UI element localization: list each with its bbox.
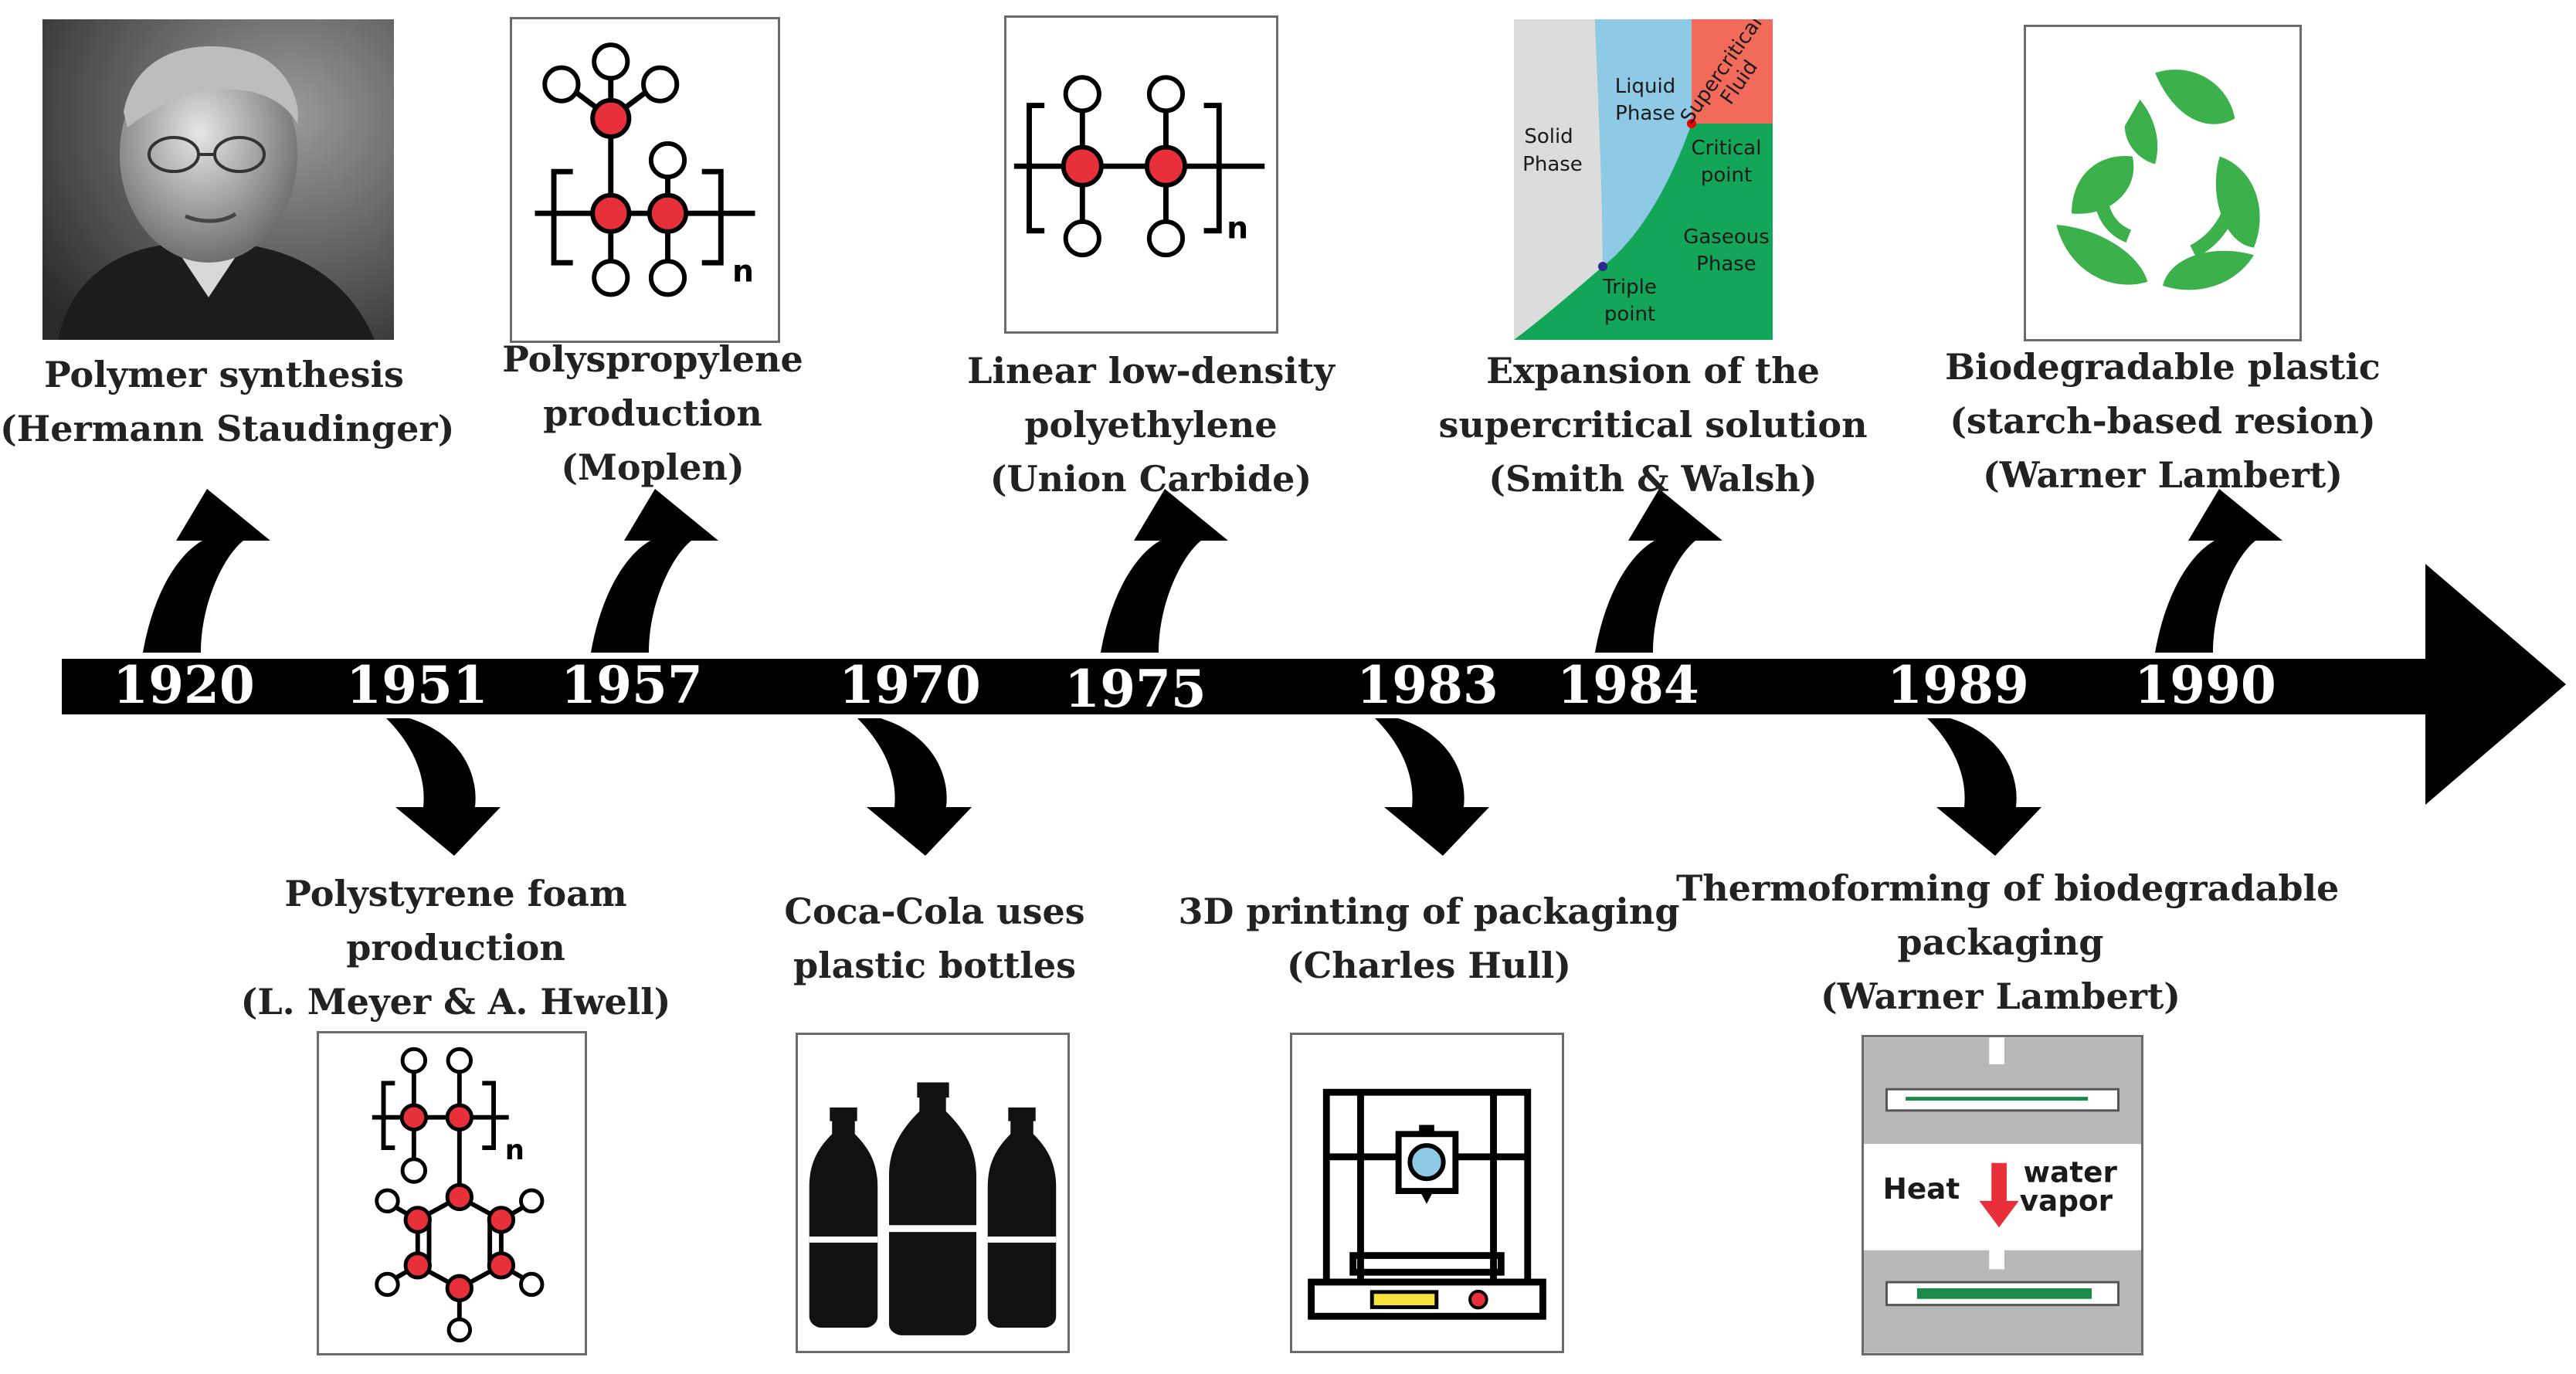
polypropylene-structure: n xyxy=(510,17,780,343)
year-1951: 1951 xyxy=(346,655,488,715)
pd-solid-2: Phase xyxy=(1522,153,1583,176)
tf-vapor-2: vapor xyxy=(2020,1184,2113,1218)
arrow-up-1957 xyxy=(591,489,718,653)
thermoforming-image: Heat water vapor xyxy=(1862,1035,2143,1355)
pd-triple-2: point xyxy=(1604,303,1655,326)
lldpe-structure: n xyxy=(1004,15,1278,334)
pd-liquid-1: Liquid xyxy=(1615,75,1675,98)
label-1983: 3D printing of packaging(Charles Hull) xyxy=(1178,891,1680,986)
year-1970: 1970 xyxy=(839,655,981,715)
pd-critical-1: Critical xyxy=(1692,137,1762,160)
pd-triple-1: Triple xyxy=(1602,276,1657,299)
year-1990: 1990 xyxy=(2134,655,2276,715)
timeline-arrow xyxy=(62,564,2566,805)
polystyrene-subscript: n xyxy=(505,1135,524,1166)
arrow-up-1990 xyxy=(2155,489,2282,653)
pd-solid-1: Solid xyxy=(1524,125,1573,148)
phase-diagram: Solid Phase Liquid Phase Supercritical F… xyxy=(1514,19,1773,340)
lldpe-subscript: n xyxy=(1227,212,1248,246)
pd-critical-2: point xyxy=(1701,164,1752,187)
year-1984: 1984 xyxy=(1557,655,1699,715)
year-1983: 1983 xyxy=(1356,655,1498,715)
label-1920: Polymer synthesis(Hermann Staudinger) xyxy=(0,354,455,450)
year-1975: 1975 xyxy=(1064,659,1207,719)
tf-heat: Heat xyxy=(1883,1172,1960,1206)
biodegradable-leaf-logo xyxy=(2024,25,2302,341)
arrow-down-1970 xyxy=(857,718,972,856)
portrait-staudinger xyxy=(42,19,394,340)
pd-gas-1: Gaseous xyxy=(1683,226,1770,249)
arrow-down-1951 xyxy=(386,718,501,856)
year-1989: 1989 xyxy=(1887,655,2029,715)
pd-liquid-2: Phase xyxy=(1615,102,1675,125)
arrow-up-1920 xyxy=(143,489,270,653)
polypropylene-subscript: n xyxy=(732,255,754,290)
3d-printer-image xyxy=(1290,1033,1564,1353)
pd-gas-2: Phase xyxy=(1696,253,1756,276)
arrow-up-1984 xyxy=(1595,489,1722,653)
polystyrene-structure: n xyxy=(317,1031,587,1355)
arrow-up-1975 xyxy=(1101,489,1228,653)
label-1990: Biodegradable plastic(starch-based resio… xyxy=(1945,346,2381,496)
arrow-down-1989 xyxy=(1927,718,2041,856)
year-1957: 1957 xyxy=(561,655,703,715)
bottles-image xyxy=(796,1033,1070,1353)
tf-vapor-1: water xyxy=(2024,1155,2118,1189)
arrow-down-1983 xyxy=(1375,718,1489,856)
year-1920: 1920 xyxy=(113,655,255,715)
